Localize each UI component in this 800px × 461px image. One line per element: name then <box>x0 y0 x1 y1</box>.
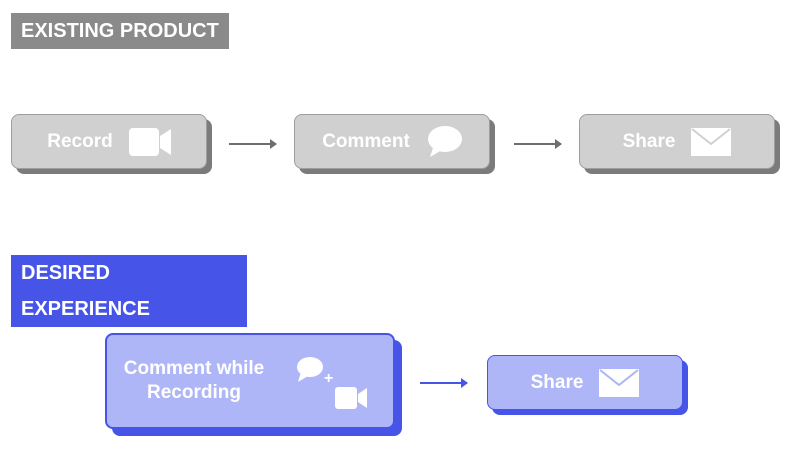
plus-sign: + <box>324 370 334 387</box>
existing-product-heading: EXISTING PRODUCT <box>11 13 229 49</box>
speech-bubble-icon <box>426 125 462 158</box>
envelope-icon <box>691 127 732 156</box>
label-line-1: Comment while <box>123 358 265 379</box>
comment-while-recording-step: Comment while Recording + <box>105 333 395 429</box>
video-camera-icon <box>128 127 171 156</box>
share-label: Share <box>622 130 676 152</box>
arrow-comment-to-share <box>514 139 562 149</box>
label-line-2: Recording <box>147 382 241 403</box>
desired-experience-heading: DESIRED EXPERIENCE <box>11 255 247 327</box>
record-step: Record <box>11 114 207 169</box>
arrow-record-to-comment <box>229 139 277 149</box>
arrow-to-share <box>420 378 468 388</box>
envelope-icon <box>599 368 640 397</box>
desired-share-step: Share <box>487 355 683 410</box>
desired-share-label: Share <box>530 371 584 393</box>
share-step: Share <box>579 114 775 169</box>
comment-plus-video-icon: + <box>295 357 367 411</box>
comment-while-recording-label: Comment while Recording <box>109 357 279 405</box>
comment-step: Comment <box>294 114 490 169</box>
comment-label: Comment <box>322 130 410 152</box>
record-label: Record <box>47 130 113 152</box>
